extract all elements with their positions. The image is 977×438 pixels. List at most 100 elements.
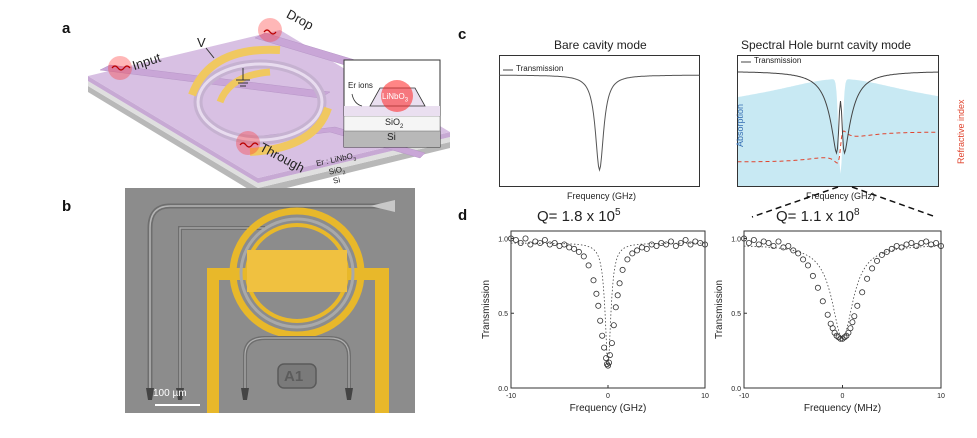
data-point: [809, 272, 816, 279]
left-waveguide-highlight: [179, 227, 265, 388]
data-point: [527, 241, 534, 248]
spectral-hole-svg: [737, 55, 939, 187]
y-tick-label: 0.5: [498, 311, 508, 318]
x-axis-label: Frequency (GHz): [570, 403, 647, 414]
micrograph-bg: [125, 188, 415, 413]
bare-cavity-frame: [499, 55, 700, 187]
x-tick-label: 10: [937, 393, 945, 400]
er-ions-label: Er ions: [348, 81, 373, 90]
spectral-hole-plot: Transmission: [737, 55, 940, 188]
device-schematic-svg: [88, 18, 450, 195]
data-point: [517, 239, 524, 246]
data-point: [800, 256, 807, 263]
absorption-label-text: Absorption: [735, 103, 745, 147]
data-point: [619, 266, 626, 273]
data-point: [537, 239, 544, 246]
data-point: [634, 247, 641, 254]
er-arrow: [351, 93, 363, 107]
data-point: [672, 242, 679, 249]
refractive-label: Refractive index: [951, 84, 966, 164]
input-wave-icon: [111, 65, 131, 71]
scale-bar: [155, 404, 200, 406]
q-left-exponent: 5: [614, 207, 621, 218]
x-tick-label: -10: [739, 393, 749, 400]
stack-sio2-text: SiO: [327, 165, 343, 177]
data-point: [878, 251, 885, 258]
data-point: [593, 290, 600, 297]
q-right-exponent: 8: [853, 207, 860, 218]
coupler-taper: [370, 200, 395, 212]
data-point: [610, 322, 617, 329]
inset-mode-glow: [381, 80, 413, 112]
data-point: [682, 236, 689, 243]
refractive-index-curve: [737, 130, 939, 164]
data-point: [604, 362, 611, 369]
linbo3-label: LiNbO3: [382, 92, 408, 104]
waveguide-ring: [239, 217, 355, 329]
data-point: [575, 248, 582, 255]
data-point: [599, 332, 606, 339]
voltage-lead: [205, 47, 215, 59]
data-point: [859, 289, 866, 296]
spectral-hole-transmission-curve: [737, 71, 939, 155]
y-axis-label: Transmission: [714, 280, 725, 339]
panel-label-c: c: [458, 26, 467, 43]
data-point: [839, 335, 846, 342]
inset-si: [344, 131, 440, 147]
micrograph: A1 100 µm: [125, 188, 415, 413]
bare-legend-label: Transmission: [516, 64, 564, 73]
data-point: [851, 313, 858, 320]
data-point: [601, 344, 608, 351]
absorption-label: Absorption: [730, 103, 745, 147]
data-point: [745, 239, 752, 246]
data-point: [677, 239, 684, 246]
input-waveguide: [99, 64, 331, 99]
sio2-text: SiO: [385, 117, 401, 127]
data-point: [608, 340, 615, 347]
x-axis-label: Frequency (MHz): [804, 403, 881, 414]
data-point: [770, 242, 777, 249]
gold-center-electrode: [247, 250, 347, 292]
data-point: [835, 334, 842, 341]
data-point: [605, 359, 612, 366]
panel-label-d: d: [458, 207, 468, 224]
data-point: [849, 319, 856, 326]
chip-mark-box: [277, 363, 317, 389]
data-point: [785, 242, 792, 249]
gold-ring-outer: [229, 207, 365, 339]
taper-1: [146, 388, 154, 400]
drop-wave-icon: [263, 29, 277, 35]
electrode-outer-top: [188, 45, 281, 97]
taper-3: [241, 388, 249, 400]
panel-c-left-xlabel: Frequency (GHz): [567, 191, 637, 201]
bare-transmission-curve: [499, 74, 700, 172]
zoom-lines: [751, 186, 937, 218]
zoom-line-right: [851, 186, 937, 218]
chip-side: [88, 76, 450, 183]
linbo3-subscript: 3: [404, 97, 409, 104]
panel-label-b: b: [62, 198, 72, 215]
gold-bar-left: [207, 268, 247, 280]
q-left-prefix: Q= 1.8 x 10: [537, 208, 615, 225]
data-point: [933, 239, 940, 246]
through-wave-icon: [239, 142, 259, 148]
x-tick-label: 0: [606, 393, 610, 400]
data-point: [571, 245, 578, 252]
data-point: [898, 244, 905, 251]
data-point: [585, 262, 592, 269]
sio2-subscript: 2: [400, 123, 404, 130]
electrode-inner: [216, 68, 271, 104]
data-point: [831, 329, 838, 336]
drop-halo: [258, 18, 282, 42]
electrode-outer-bottom: [249, 106, 332, 156]
scale-bar-label: 100 µm: [153, 388, 187, 399]
data-point: [541, 236, 548, 243]
zoom-line-left: [751, 186, 839, 218]
data-point: [795, 250, 802, 257]
data-point: [883, 248, 890, 255]
ring-inner: [196, 62, 324, 142]
chip-sio2-layer: [88, 81, 450, 188]
data-point: [603, 361, 610, 368]
